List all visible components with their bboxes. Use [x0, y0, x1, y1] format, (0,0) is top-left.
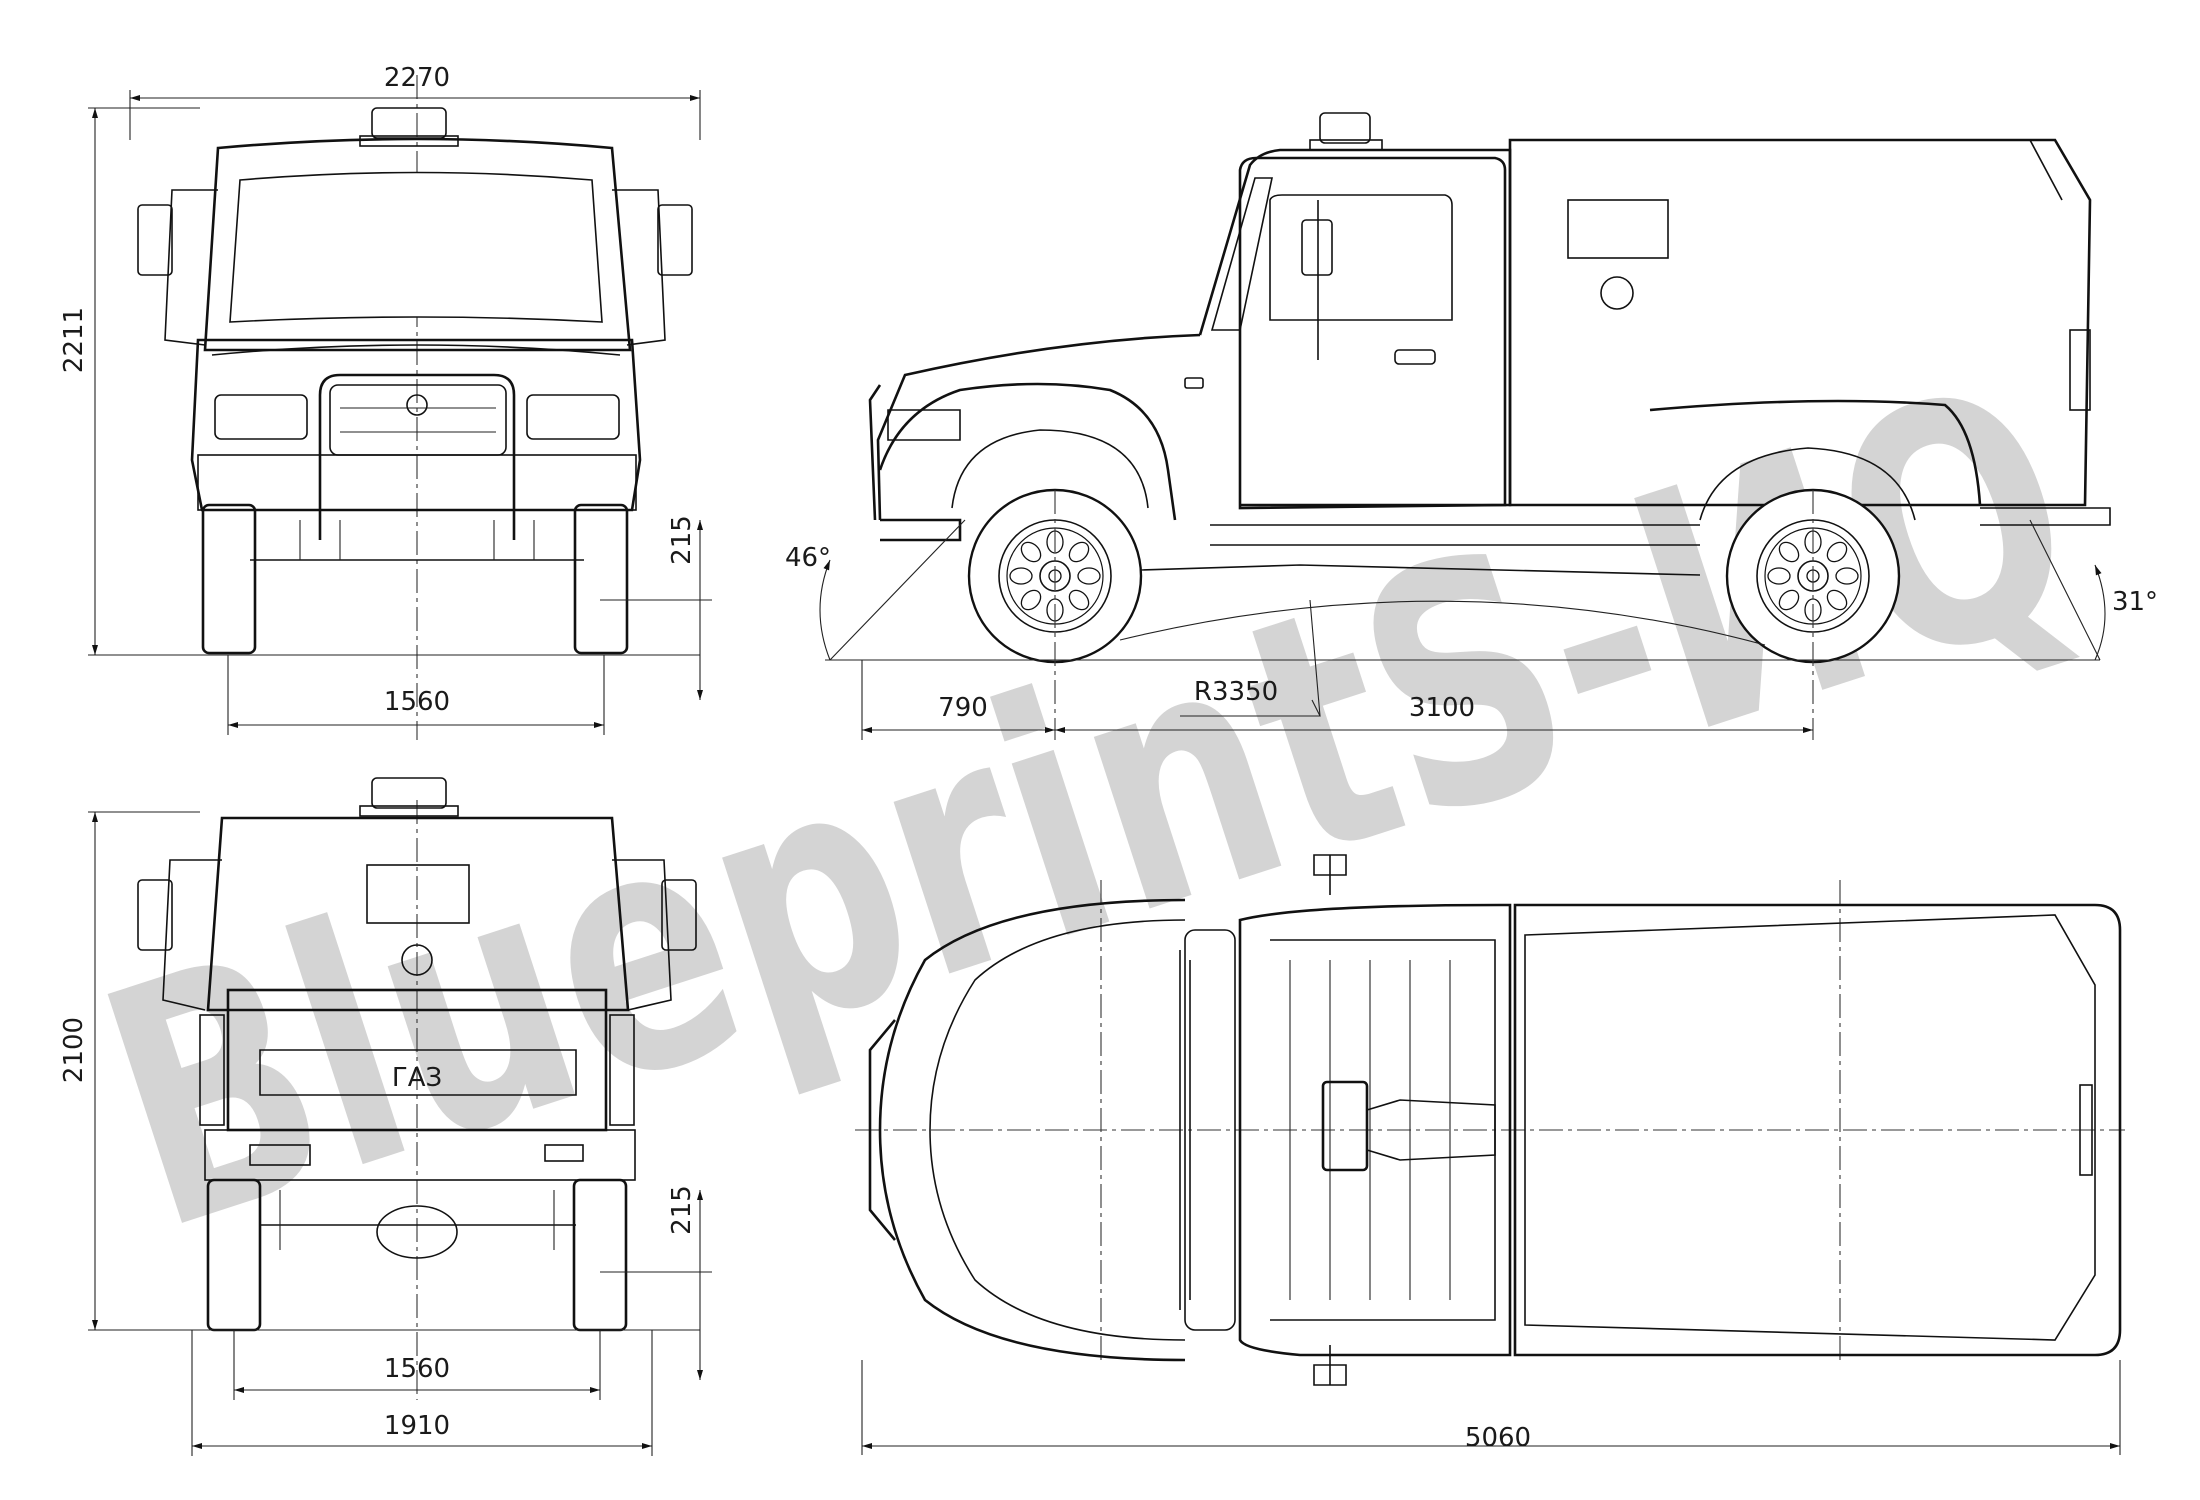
watermark-text: BlueprintS-ИQ	[65, 312, 2114, 1305]
rear-height-label: 2100	[59, 1017, 89, 1083]
front-width-label: 2270	[384, 63, 450, 93]
front-track-label: 1560	[384, 687, 450, 717]
ramp-radius-label: R3350	[1194, 677, 1278, 707]
front-overhang-label: 790	[938, 693, 988, 723]
side-view: 46° 31° R3350 790 3100	[785, 112, 2158, 740]
approach-angle-label: 46°	[785, 543, 831, 573]
front-view: 2270 2211 215 1560	[59, 63, 712, 740]
tailgate-badge: ГАЗ	[392, 1063, 442, 1093]
departure-angle-label: 31°	[2112, 587, 2158, 617]
watermark: BlueprintS-ИQ	[65, 312, 2114, 1305]
front-clearance-label: 215	[667, 515, 697, 565]
wheelbase-label: 3100	[1409, 693, 1475, 723]
top-view: 5060	[855, 854, 2125, 1455]
rear-track-label: 1560	[384, 1354, 450, 1384]
rear-width-label: 1910	[384, 1411, 450, 1441]
overall-length-label: 5060	[1465, 1423, 1531, 1453]
front-height-label: 2211	[59, 307, 89, 373]
rear-view: ГАЗ 2100 215 1560 1910	[59, 777, 712, 1456]
rear-clearance-label: 215	[667, 1185, 697, 1235]
